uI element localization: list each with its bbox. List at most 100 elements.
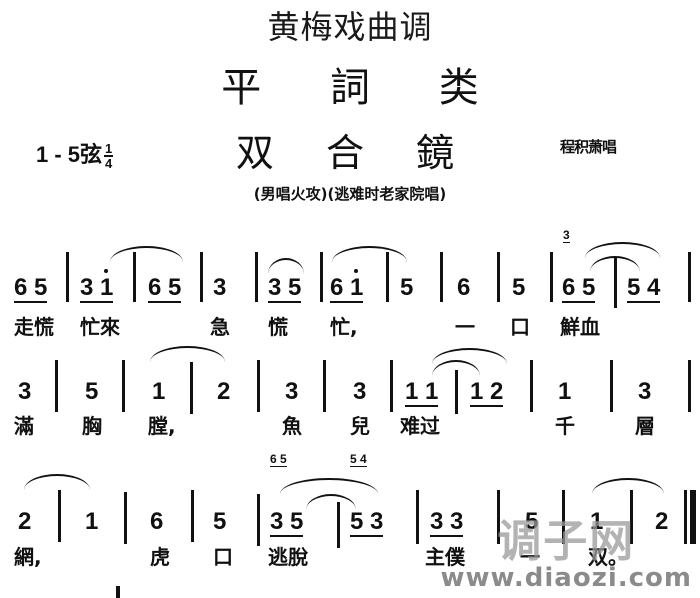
watermark: 调子网 www.diaozi.com: [440, 516, 693, 593]
note: 1: [85, 508, 99, 535]
bar-line: [58, 490, 61, 542]
lyric: 一: [520, 545, 540, 569]
bar-line: [66, 252, 69, 302]
note: 3: [638, 378, 652, 405]
bar-line: [530, 360, 533, 412]
note: 1: [590, 508, 604, 535]
bar-line: [614, 258, 617, 308]
genre-title: 黄梅戏曲调: [267, 8, 433, 46]
note: 5: [213, 508, 227, 535]
bar-line: [630, 490, 633, 544]
ornament-note: 5 4: [350, 452, 367, 467]
bar-line: [257, 494, 260, 546]
note: 5: [85, 378, 99, 405]
bar-line: [440, 252, 443, 302]
song-title: 双 合 鏡: [200, 122, 490, 177]
lyric: 兒: [350, 414, 370, 438]
lyric: 層: [635, 414, 655, 438]
slur: [110, 246, 183, 262]
slur: [280, 478, 378, 494]
note: 5: [512, 274, 526, 301]
note: 6 1: [330, 269, 364, 303]
note: 3: [353, 378, 367, 405]
bar-line: [610, 360, 613, 412]
lyric: 滿: [14, 414, 34, 438]
note: 1 1: [405, 378, 439, 407]
stray-mark: [116, 586, 120, 598]
watermark-logo-text: 调子网: [497, 516, 636, 567]
category-char: 平: [221, 65, 262, 111]
slur: [150, 346, 225, 362]
bar-line: [55, 360, 58, 412]
slur: [592, 478, 664, 494]
bar-line: [255, 252, 258, 302]
high-octave-dot: [104, 269, 109, 273]
bar-line: [323, 360, 326, 412]
bar-line: [190, 362, 193, 414]
note: 1: [152, 378, 166, 405]
singer-credit: 程积萧唱: [560, 138, 617, 156]
category-char: 詞: [330, 65, 370, 111]
note: 3 3: [430, 508, 464, 537]
bar-line: [497, 490, 500, 544]
ornament-note: 3: [563, 228, 570, 243]
watermark-url: www.diaozi.com: [440, 563, 692, 593]
note: 1 2: [470, 378, 504, 407]
note: 2: [655, 508, 669, 535]
note: 6 5: [14, 274, 48, 303]
final-bar-thin: [684, 490, 687, 544]
ornament-note: 6 5: [270, 452, 287, 467]
lyric: 走慌: [14, 315, 54, 339]
bar-line: [562, 490, 565, 544]
lyric: 主僕: [425, 545, 465, 569]
final-bar-thick: [690, 490, 696, 544]
song-title-char: 合: [325, 131, 364, 175]
string-tuning: 1 - 5弦: [36, 142, 103, 167]
slur: [306, 494, 356, 510]
bar-line: [416, 490, 419, 544]
bar-line: [497, 252, 500, 302]
lyric: 双。: [588, 545, 628, 569]
note: 6 5: [562, 274, 596, 303]
lyric: 急: [210, 315, 230, 339]
note: 5: [400, 274, 414, 301]
slur: [432, 348, 507, 364]
bar-line: [390, 360, 393, 412]
note: 6: [150, 508, 164, 535]
note: 5 3: [350, 508, 384, 537]
note: 6 5: [148, 274, 182, 303]
slur: [432, 360, 480, 376]
lyric: 慌: [268, 315, 288, 339]
bar-line: [688, 252, 691, 302]
note: 5 4: [627, 274, 661, 303]
bar-line: [122, 360, 125, 412]
note: 3 1: [80, 269, 114, 303]
note: 2: [18, 508, 32, 535]
lyric: 網,: [14, 545, 42, 569]
lyric: 膛,: [148, 414, 176, 438]
bar-line: [688, 360, 691, 412]
note: 1: [558, 378, 572, 405]
high-octave-dot: [354, 269, 359, 273]
note: 3 5: [268, 274, 302, 303]
bar-line: [200, 252, 203, 302]
bar-line: [191, 490, 194, 542]
lyric: 胸: [82, 414, 102, 438]
bar-line: [124, 492, 127, 544]
bar-line: [320, 252, 323, 302]
category-char: 类: [438, 65, 479, 111]
lyric: 虎: [150, 545, 170, 569]
time-denominator: 4: [105, 156, 113, 172]
bar-line: [550, 252, 553, 302]
lyric: 忙,: [330, 315, 358, 339]
category-title: 平 詞 类: [0, 55, 700, 113]
slur: [585, 242, 660, 258]
lyric: 口: [213, 545, 233, 569]
slur: [24, 474, 90, 490]
slur: [268, 258, 304, 274]
lyric: 难过: [400, 414, 440, 438]
lyric: 千: [555, 414, 575, 438]
slur: [332, 246, 407, 262]
